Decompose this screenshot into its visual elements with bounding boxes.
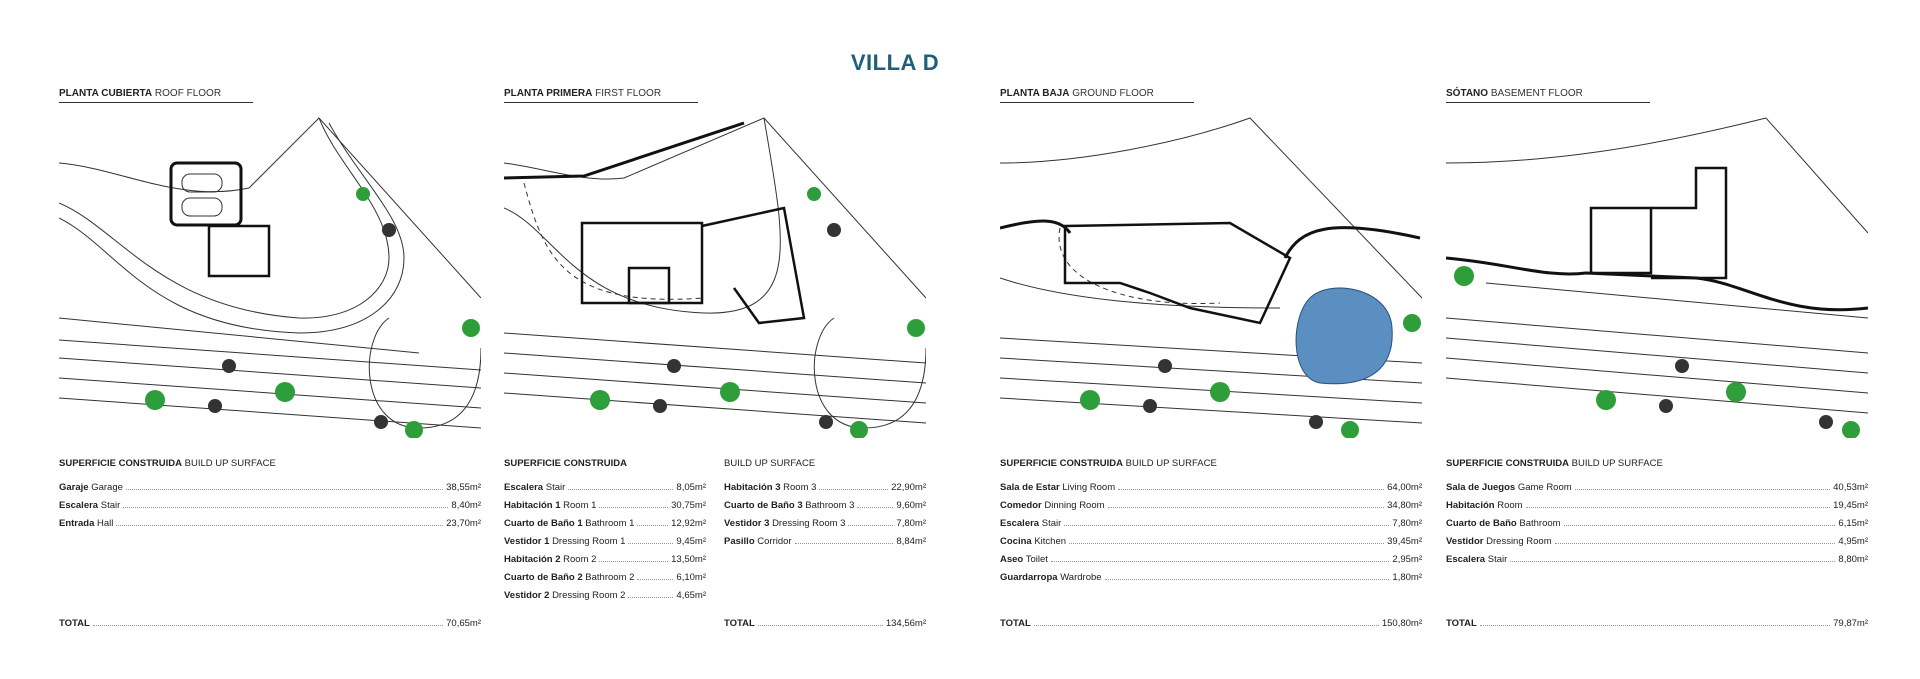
tree-icons <box>590 187 925 438</box>
tree-icons <box>1454 266 1860 438</box>
panel-label-en: FIRST FLOOR <box>595 88 662 99</box>
surface-table-roof: SUPERFICIE CONSTRUIDA BUILD UP SURFACE G… <box>59 458 481 529</box>
tree-icons <box>1080 314 1421 438</box>
shrub-icons <box>208 223 396 429</box>
surface-table-basement: SUPERFICIE CONSTRUIDA BUILD UP SURFACE S… <box>1446 458 1868 565</box>
stair-block <box>207 224 271 278</box>
table-header: SUPERFICIE CONSTRUIDA <box>504 458 627 469</box>
panel-label-ground: PLANTA BAJA GROUND FLOOR <box>1000 88 1194 103</box>
table-header: BUILD UP SURFACE <box>724 458 816 469</box>
first-floor-plan <box>504 117 926 438</box>
first-floor-rooms <box>580 206 806 325</box>
shrub-icons <box>1143 359 1323 429</box>
table-header: SUPERFICIE CONSTRUIDA BUILD UP SURFACE <box>59 458 276 469</box>
ground-floor-rooms <box>1063 221 1292 325</box>
panel-label-en: GROUND FLOOR <box>1072 88 1154 99</box>
panel-label-es: PLANTA CUBIERTA <box>59 88 153 99</box>
panel-label-roof: PLANTA CUBIERTA ROOF FLOOR <box>59 88 253 103</box>
table-header: SUPERFICIE CONSTRUIDA BUILD UP SURFACE <box>1446 458 1663 469</box>
page-title: VILLA D <box>850 50 940 75</box>
shrub-icons <box>653 223 841 429</box>
car-icon <box>181 173 223 193</box>
panel-label-es: PLANTA PRIMERA <box>504 88 593 99</box>
car-icon <box>181 197 223 217</box>
panel-label-es: PLANTA BAJA <box>1000 88 1070 99</box>
panel-label-es: SÓTANO <box>1446 88 1489 99</box>
basement-floor-plan <box>1446 117 1868 438</box>
surface-table-ground: SUPERFICIE CONSTRUIDA BUILD UP SURFACE S… <box>1000 458 1422 583</box>
ground-floor-plan <box>1000 117 1422 438</box>
pool <box>1295 287 1393 385</box>
shrub-icons <box>1659 359 1833 429</box>
panel-label-basement: SÓTANO BASEMENT FLOOR <box>1446 88 1650 103</box>
table-header: SUPERFICIE CONSTRUIDA BUILD UP SURFACE <box>1000 458 1217 469</box>
panel-label-first: PLANTA PRIMERA FIRST FLOOR <box>504 88 698 103</box>
roof-floor-plan <box>59 117 481 438</box>
panel-label-en: BASEMENT FLOOR <box>1490 88 1583 99</box>
basement-rooms <box>1589 166 1728 280</box>
garage-block <box>169 161 243 227</box>
tree-icons <box>145 187 480 438</box>
panel-label-en: ROOF FLOOR <box>154 88 222 99</box>
